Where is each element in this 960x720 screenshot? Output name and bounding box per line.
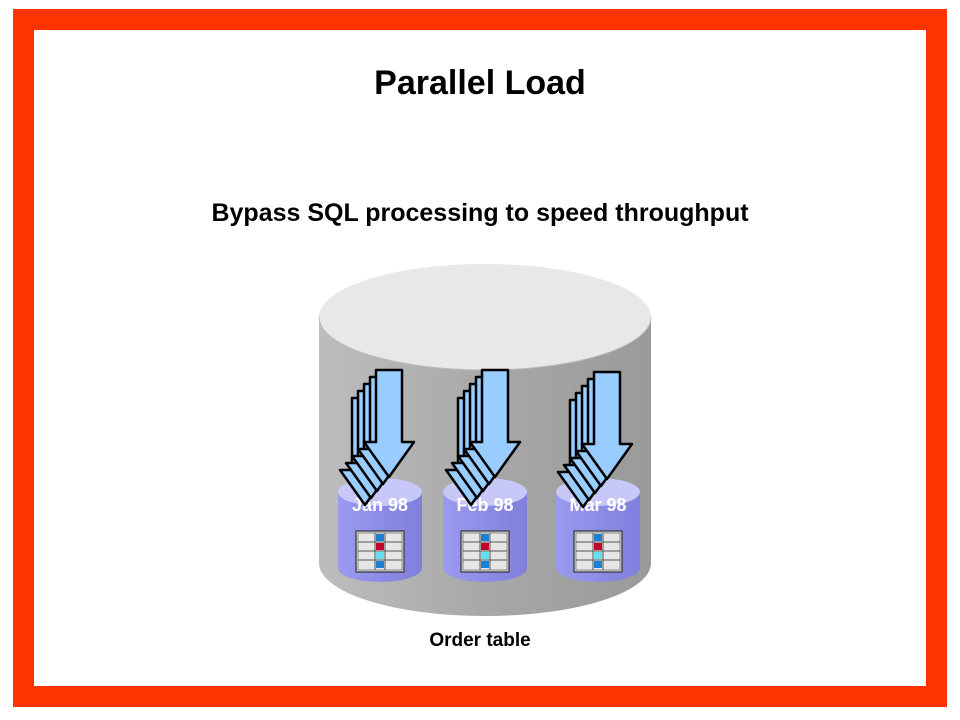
slide-subtitle: Bypass SQL processing to speed throughpu…: [211, 199, 749, 227]
partition-mar-98: Mar 98: [556, 478, 640, 582]
table-grid-icon: [355, 530, 405, 573]
partition-jan-98: Jan 98: [338, 478, 422, 582]
diagram-caption: Order table: [429, 630, 531, 651]
partition-feb-98: Feb 98: [443, 478, 527, 582]
slide-title: Parallel Load: [374, 64, 586, 102]
table-grid-icon: [460, 530, 510, 573]
table-grid-icon: [573, 530, 623, 573]
